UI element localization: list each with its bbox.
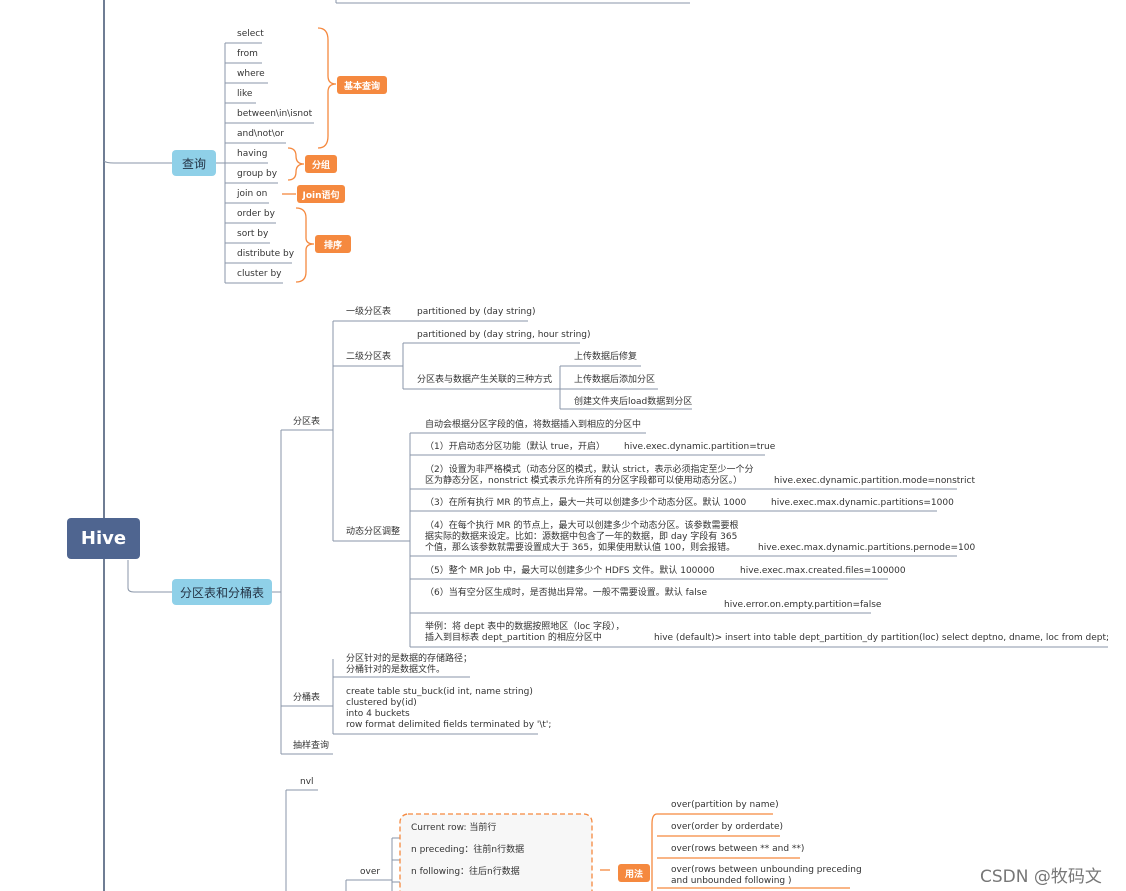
root-node-hive[interactable]: Hive [67, 518, 140, 559]
query-item-having: having [237, 149, 268, 159]
tag-sort[interactable]: 排序 [315, 235, 351, 253]
dynamic-item-5-text: （5）整个 MR Job 中，最大可以创建多少个 HDFS 文件。默认 1000… [425, 566, 715, 576]
tag-group[interactable]: 分组 [305, 155, 337, 173]
query-item-sort-by: sort by [237, 229, 269, 239]
query-item-cluster-by: cluster by [237, 269, 282, 279]
bucket-ddl: create table stu_buck(id int, name strin… [346, 687, 552, 730]
sampling-query-label: 抽样查询 [293, 741, 330, 751]
partition-table-label: 分区表 [293, 417, 321, 427]
dynamic-item-5-param: hive.exec.max.created.files=100000 [740, 566, 906, 576]
query-item-join-on: join on [237, 189, 268, 199]
dynamic-item-4-text: （4）在每个执行 MR 的节点上，最大可以创建多少个动态分区。该参数需要根 据实… [425, 521, 739, 553]
query-item-from: from [237, 49, 258, 59]
query-item-and-not-or: and\not\or [237, 129, 284, 139]
level2-way-1: 上传数据后修复 [574, 352, 638, 362]
func-over: over [360, 867, 381, 877]
query-item-select: select [237, 29, 264, 39]
dynamic-item-2-text: （2）设置为非严格模式（动态分区的模式，默认 strict，表示必须指定至少一个… [425, 465, 754, 486]
dynamic-intro: 自动会根据分区字段的值，将数据插入到相应的分区中 [425, 420, 642, 430]
dynamic-item-3-param: hive.exec.max.dynamic.partitions=1000 [771, 498, 954, 508]
window-current-row: Current row: 当前行 [411, 823, 497, 833]
window-n-preceding: n preceding：往前n行数据 [411, 845, 525, 855]
level2-way-2: 上传数据后添加分区 [574, 375, 656, 385]
usage-order-by: over(order by orderdate) [671, 822, 783, 832]
usage-rows-unbounding: over(rows between unbounding preceding a… [671, 865, 862, 886]
tag-join[interactable]: Join语句 [297, 185, 345, 203]
level2-label: 二级分区表 [346, 352, 392, 362]
query-item-distribute-by: distribute by [237, 249, 295, 259]
window-n-following: n following：往后n行数据 [411, 867, 520, 877]
level1-label: 一级分区表 [346, 307, 392, 317]
level1-value: partitioned by (day string) [417, 307, 536, 317]
dynamic-item-6-text: （6）当有空分区生成时，是否抛出异常。一般不需要设置。默认 false [425, 588, 707, 598]
dynamic-item-4-param: hive.exec.max.dynamic.partitions.pernode… [758, 543, 976, 553]
query-item-where: where [237, 69, 265, 79]
dynamic-item-2-param: hive.exec.dynamic.partition.mode=nonstri… [774, 476, 975, 486]
dynamic-item-1-text: （1）开启动态分区功能（默认 true，开启） [425, 442, 606, 452]
bucket-desc: 分区针对的是数据的存储路径； 分桶针对的是数据文件。 [346, 654, 473, 675]
dynamic-partition-label: 动态分区调整 [346, 527, 401, 537]
query-item-like: like [237, 89, 253, 99]
dynamic-item-6-param: hive.error.on.empty.partition=false [724, 600, 882, 610]
watermark: CSDN @牧码文 [980, 867, 1102, 887]
dynamic-example-sql: hive (default)> insert into table dept_p… [654, 633, 1110, 643]
bucket-table-label: 分桶表 [293, 693, 321, 703]
usage-partition-by: over(partition by name) [671, 800, 779, 810]
level2-way-3: 创建文件夹后load数据到分区 [574, 397, 693, 407]
topic-query[interactable]: 查询 [172, 150, 216, 176]
func-nvl: nvl [300, 777, 314, 787]
dynamic-item-1-param: hive.exec.dynamic.partition=true [624, 442, 776, 452]
usage-rows-between: over(rows between ** and **) [671, 844, 805, 854]
level2-ways-label: 分区表与数据产生关联的三种方式 [417, 375, 553, 385]
topic-partition-bucket[interactable]: 分区表和分桶表 [172, 579, 272, 605]
query-item-between: between\in\isnot [237, 109, 313, 119]
dynamic-example-text: 举例：将 dept 表中的数据按照地区（loc 字段）， 插入到目标表 dept… [425, 622, 625, 643]
dynamic-item-3-text: （3）在所有执行 MR 的节点上，最大一共可以创建多少个动态分区。默认 1000 [425, 498, 747, 508]
level2-value: partitioned by (day string, hour string) [417, 330, 591, 340]
tag-usage[interactable]: 用法 [618, 864, 650, 882]
query-item-order-by: order by [237, 209, 275, 219]
tag-basic-query[interactable]: 基本查询 [337, 76, 387, 94]
query-item-group-by: group by [237, 169, 278, 179]
